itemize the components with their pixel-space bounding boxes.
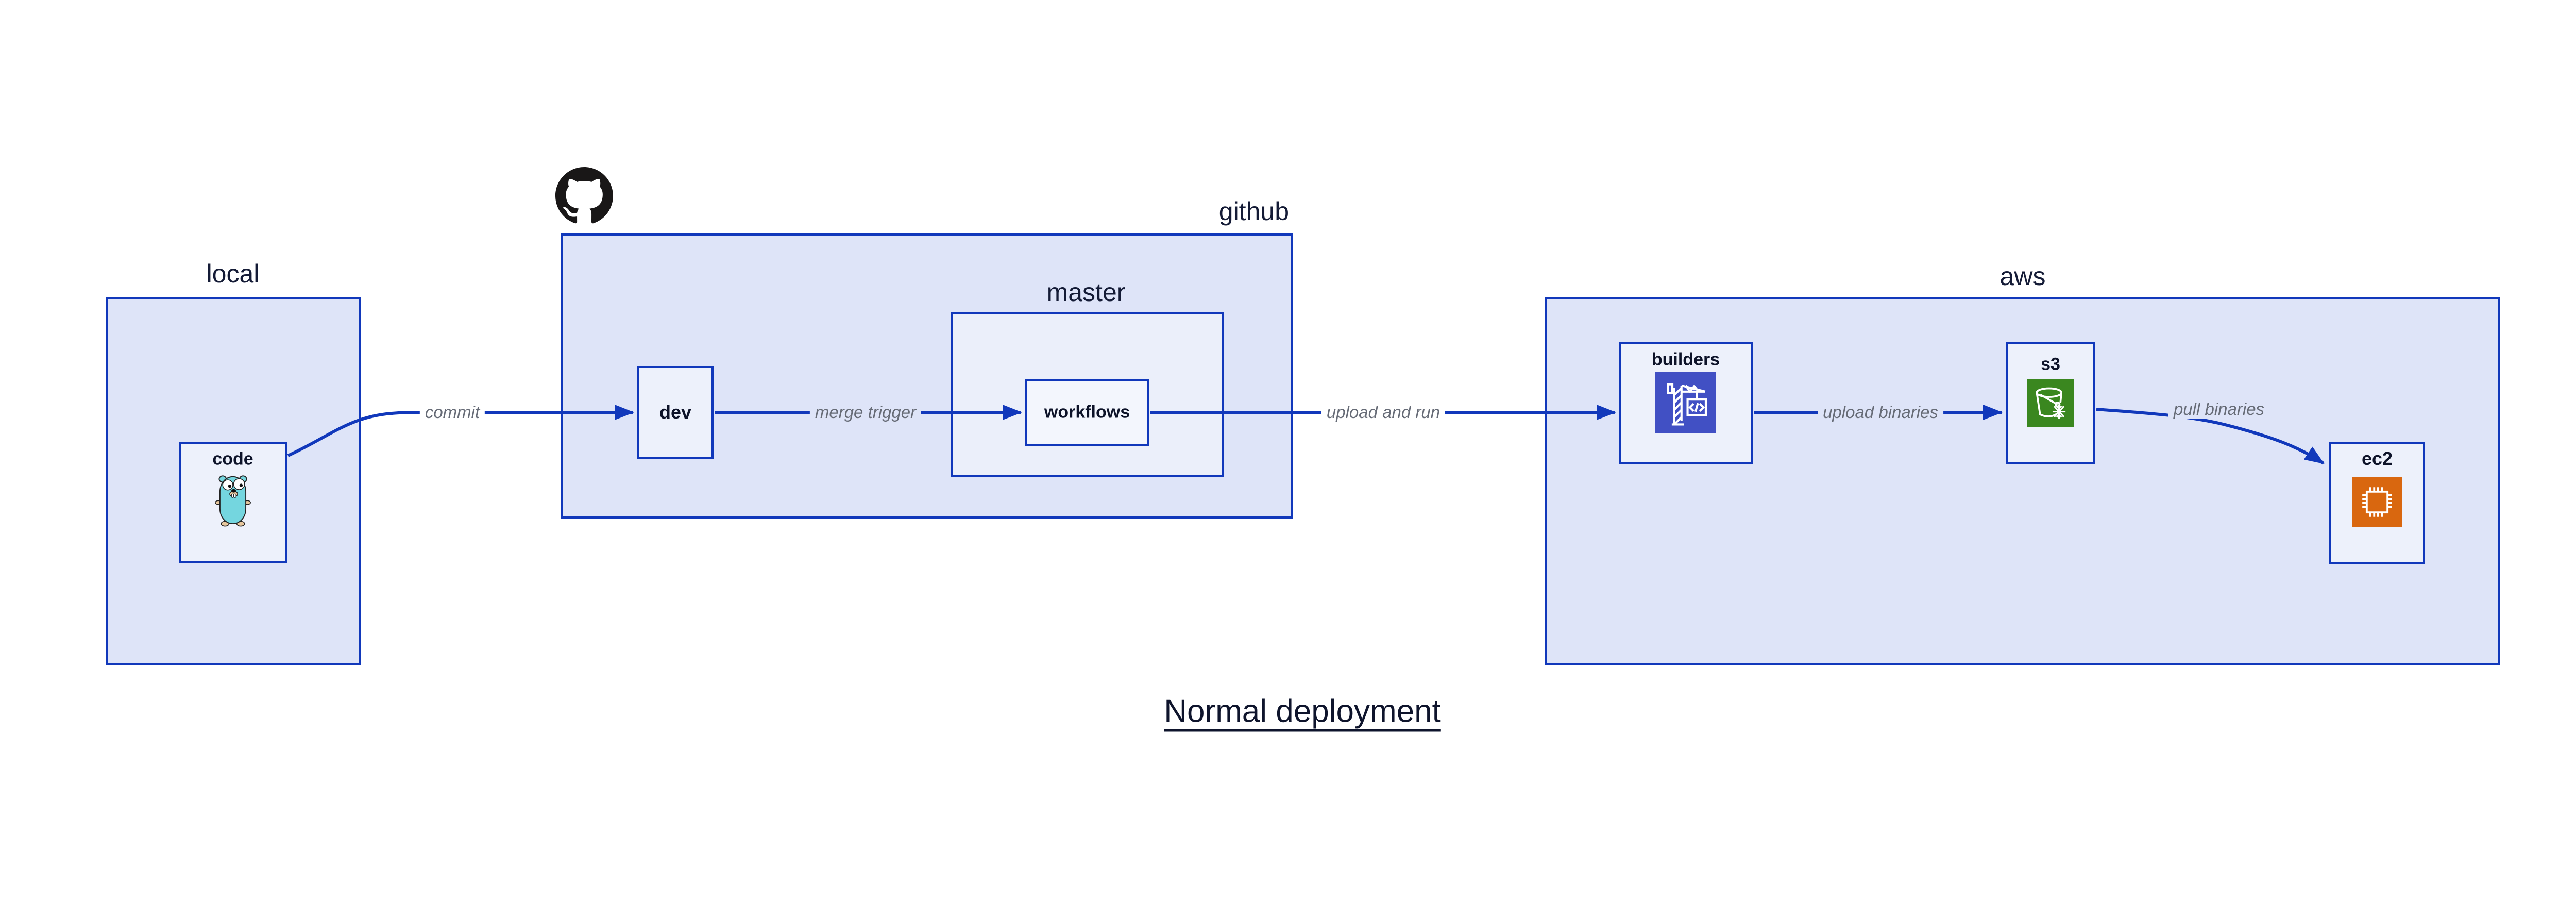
group-label-aws: aws (1999, 262, 2046, 291)
node-label-builders: builders (1651, 349, 1720, 370)
edge-label-upload-and-run: upload and run (1321, 403, 1446, 422)
node-label-dev: dev (659, 402, 692, 423)
edge-label-merge-trigger: merge trigger (809, 403, 922, 422)
group-label-github: github (1218, 197, 1289, 226)
node-label-ec2: ec2 (2361, 448, 2393, 469)
s3-glacier-bucket-icon (2027, 379, 2074, 427)
github-octocat-icon (555, 167, 613, 225)
group-label-local: local (206, 259, 260, 288)
edge-label-commit: commit (419, 403, 485, 422)
diagram-title: Normal deployment (1164, 693, 1441, 729)
node-dev (637, 366, 714, 459)
edge-label-upload-binaries: upload binaries (1818, 403, 1943, 422)
ec2-chip-icon (2352, 477, 2402, 527)
edge-label-pull-binaries: pull binaries (2168, 399, 2270, 419)
node-workflows (1025, 379, 1149, 446)
node-label-workflows: workflows (1044, 402, 1130, 422)
node-label-code: code (212, 449, 253, 469)
group-label-master: master (1046, 278, 1126, 307)
node-label-s3: s3 (2041, 354, 2060, 374)
codebuild-crane-icon (1655, 372, 1716, 433)
go-gopher-icon (213, 473, 252, 529)
